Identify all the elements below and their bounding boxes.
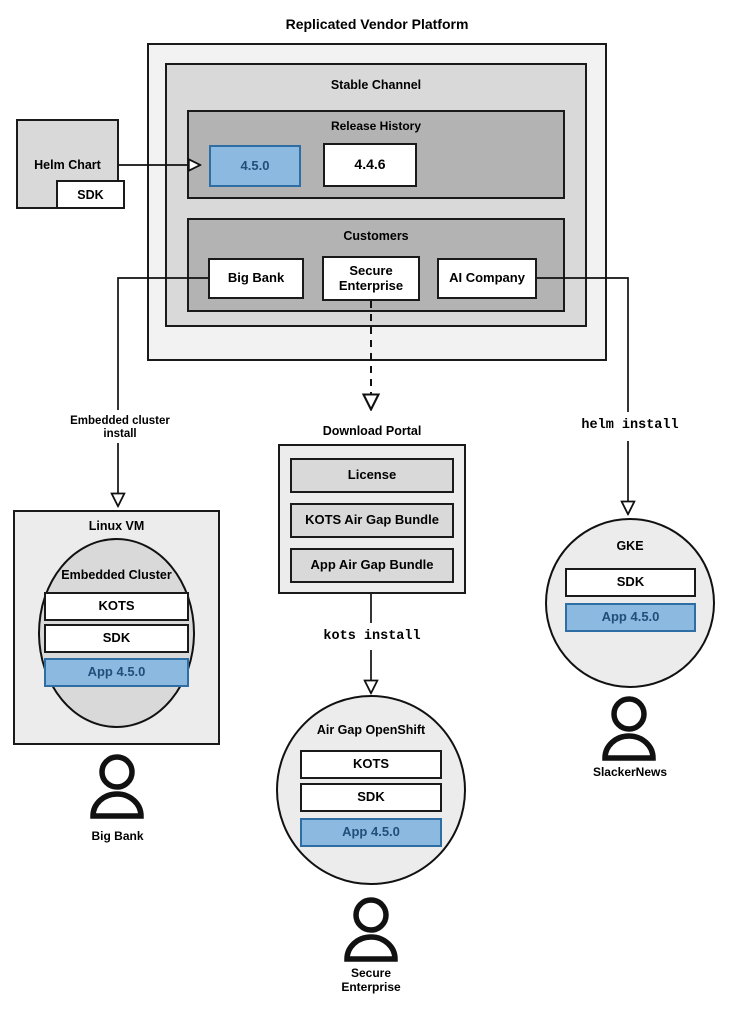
air-gap-openshift-title: Air Gap OpenShift bbox=[316, 723, 426, 737]
download-item-kots-air-gap-bundle[interactable]: KOTS Air Gap Bundle bbox=[290, 503, 454, 538]
linux-vm-title: Linux VM bbox=[88, 519, 145, 533]
actor-label-big-bank: Big Bank bbox=[91, 829, 144, 843]
linux-vm-component-sdk[interactable]: SDK bbox=[44, 624, 189, 653]
customer-ai-company[interactable]: AI Company bbox=[437, 258, 537, 299]
download-item-license[interactable]: License bbox=[290, 458, 454, 493]
stable-channel-title: Stable Channel bbox=[330, 78, 422, 92]
customer-big-bank[interactable]: Big Bank bbox=[208, 258, 304, 299]
openshift-component-app[interactable]: App 4.5.0 bbox=[300, 818, 442, 847]
embedded-cluster-title: Embedded Cluster bbox=[61, 568, 172, 582]
download-portal-title: Download Portal bbox=[322, 424, 422, 438]
person-icon-big-bank bbox=[90, 754, 144, 819]
person-icon-secure-enterprise bbox=[344, 897, 398, 962]
release-item-4-4-6[interactable]: 4.4.6 bbox=[323, 143, 417, 187]
actor-label-secure-enterprise: Secure Enterprise bbox=[341, 966, 401, 994]
kots-install-label: kots install bbox=[323, 629, 421, 644]
gke-component-app[interactable]: App 4.5.0 bbox=[565, 603, 696, 632]
helm-install-label: helm install bbox=[581, 418, 679, 433]
helm-chart-sdk-box[interactable]: SDK bbox=[56, 180, 125, 209]
customer-secure-enterprise[interactable]: Secure Enterprise bbox=[322, 256, 420, 301]
embedded-install-label: Embedded cluster install bbox=[70, 415, 170, 441]
release-item-4-5-0[interactable]: 4.5.0 bbox=[209, 145, 301, 187]
openshift-component-kots[interactable]: KOTS bbox=[300, 750, 442, 779]
helm-chart-label: Helm Chart bbox=[34, 158, 101, 172]
linux-vm-component-kots[interactable]: KOTS bbox=[44, 592, 189, 621]
openshift-component-sdk[interactable]: SDK bbox=[300, 783, 442, 812]
release-history-title: Release History bbox=[330, 119, 422, 133]
gke-component-sdk[interactable]: SDK bbox=[565, 568, 696, 597]
person-icon-slackernews bbox=[602, 696, 656, 761]
page-title: Replicated Vendor Platform bbox=[285, 16, 469, 32]
download-item-app-air-gap-bundle[interactable]: App Air Gap Bundle bbox=[290, 548, 454, 583]
gke-title: GKE bbox=[616, 539, 644, 553]
linux-vm-component-app[interactable]: App 4.5.0 bbox=[44, 658, 189, 687]
customers-title: Customers bbox=[343, 229, 409, 243]
actor-label-slackernews: SlackerNews bbox=[592, 765, 668, 779]
